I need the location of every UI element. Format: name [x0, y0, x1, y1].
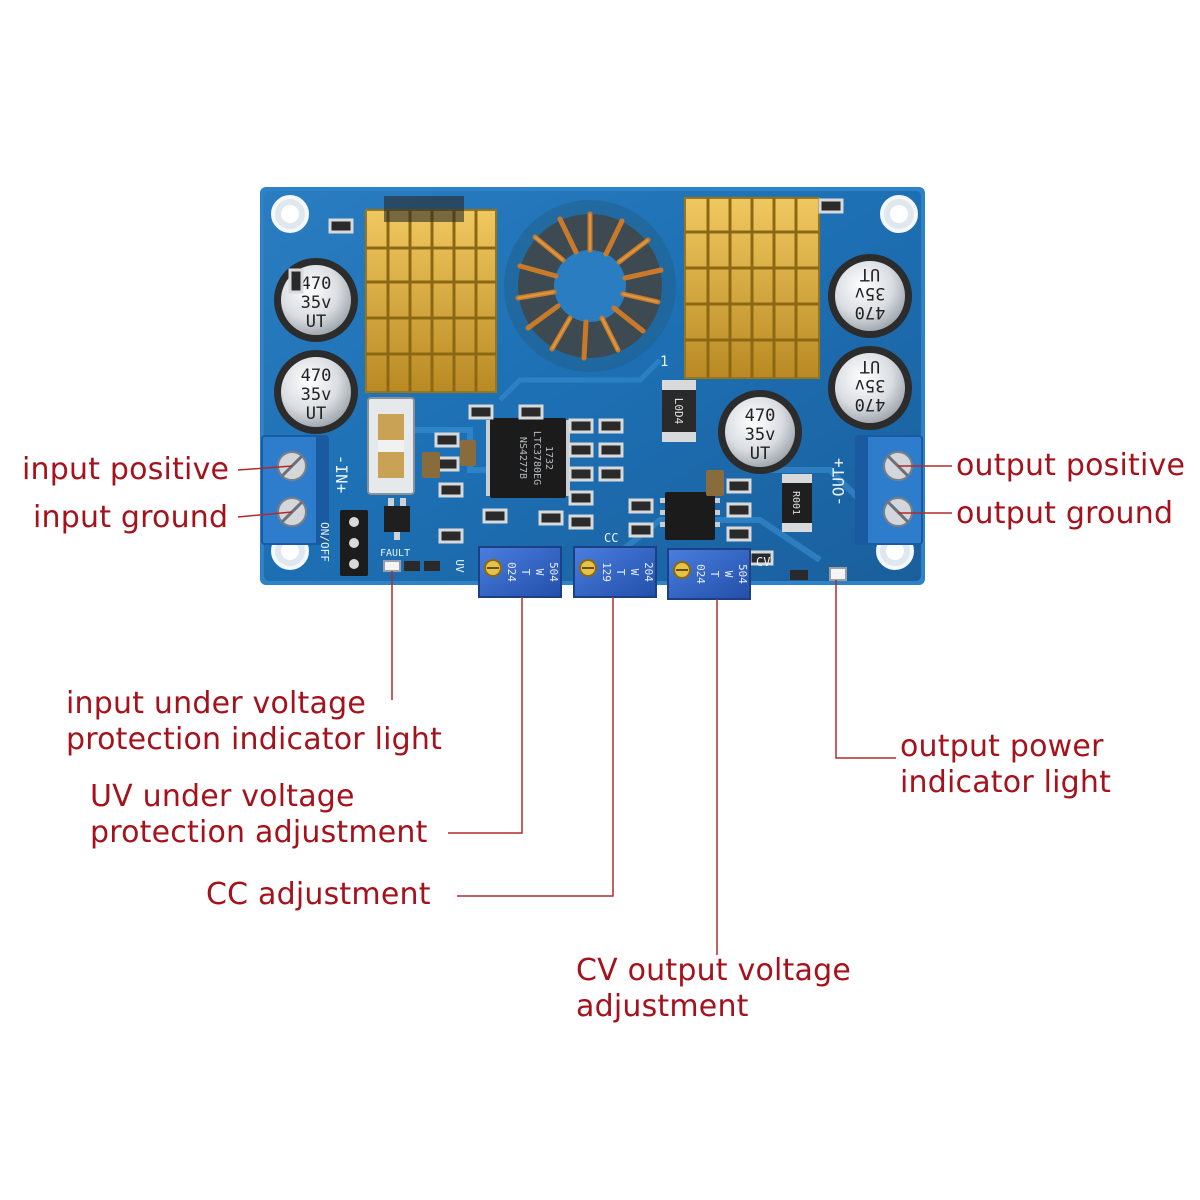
- callout-output-ground: output ground: [956, 496, 1174, 531]
- callout-line: output power: [900, 729, 1104, 764]
- inductor-marking: L0D4: [672, 398, 685, 425]
- callout-output-positive: output positive: [956, 448, 1186, 483]
- callout-input-positive: input positive: [22, 452, 230, 487]
- cap-line: 35v: [301, 293, 332, 313]
- sense-resistor: R001: [782, 474, 812, 532]
- input-switch: [367, 397, 415, 495]
- callout-cc-adjustment: CC adjustment: [206, 877, 431, 912]
- callout-line: input under voltage: [66, 686, 366, 721]
- leader-input-ground: [237, 511, 293, 518]
- capacitor-center: 470 35v UT: [718, 390, 802, 474]
- chip-marking: LTC3780EG: [531, 431, 542, 485]
- silk-on-off-label: ON/OFF: [318, 522, 331, 562]
- silk-cc-label: CC: [604, 531, 618, 545]
- output-terminal-block: [855, 435, 923, 545]
- callout-input-uv-indicator: input under voltage protection indicator…: [66, 686, 442, 758]
- chip-marking: NS4277B: [517, 437, 528, 479]
- capacitor-output-bottom: 470 35v UT: [828, 346, 912, 430]
- heatsink-left: [365, 209, 497, 393]
- cap-line: 35v: [855, 283, 886, 303]
- toroid-inductor: [504, 200, 676, 372]
- callout-uv-adjustment: UV under voltage protection adjustment: [90, 779, 428, 851]
- pot-marking: 504: [736, 564, 749, 584]
- chip-marking: 1732: [543, 446, 554, 470]
- leader-uv-adjustment: [448, 597, 523, 834]
- cap-line: 470: [301, 274, 332, 294]
- cap-line: UT: [750, 444, 770, 464]
- cap-line: 470: [855, 302, 886, 322]
- heatsink-right: [684, 197, 820, 379]
- cap-line: 470: [745, 406, 776, 426]
- pot-marking: 504: [547, 562, 560, 582]
- mounting-hole-top-right: [880, 195, 918, 233]
- callout-cv-adjustment: CV output voltage adjustment: [576, 953, 851, 1025]
- cv-potentiometer: 504 W T 024: [667, 548, 751, 600]
- pot-marking: T: [614, 569, 627, 576]
- capacitor-input-bottom: 470 35v UT: [274, 350, 358, 434]
- callout-line: UV under voltage: [90, 779, 355, 814]
- cap-line: 470: [301, 366, 332, 386]
- silk-cv-label: CV: [756, 555, 770, 569]
- cap-line: 35v: [745, 425, 776, 445]
- uv-potentiometer: 504 W T 024: [478, 546, 562, 598]
- callout-line: adjustment: [576, 989, 749, 1024]
- cap-line: 35v: [855, 375, 886, 395]
- pot-marking: 024: [505, 562, 518, 582]
- smd-inductor: L0D4: [662, 380, 696, 442]
- callout-output-power-indicator: output power indicator light: [900, 729, 1111, 801]
- cap-line: UT: [860, 356, 880, 376]
- callout-input-ground: input ground: [33, 500, 229, 535]
- cap-line: UT: [860, 264, 880, 284]
- leader-output-power-indicator: [835, 580, 896, 759]
- leader-cc-adjustment: [457, 597, 614, 897]
- pot-marking: 204: [642, 562, 655, 582]
- on-off-header: [340, 510, 368, 576]
- cap-line: UT: [306, 404, 326, 424]
- pot-marking: 024: [694, 564, 707, 584]
- cap-line: 470: [855, 394, 886, 414]
- callout-line: protection indicator light: [66, 722, 443, 757]
- capacitor-input-top: 470 35v UT: [274, 258, 358, 342]
- leader-input-positive: [237, 465, 293, 471]
- silk-out-label: -OUT+: [829, 458, 848, 506]
- pot-marking: W: [533, 569, 546, 576]
- capacitor-output-top: 470 35v UT: [828, 254, 912, 338]
- power-led: [790, 567, 847, 581]
- pot-marking: W: [628, 569, 641, 576]
- silk-fault-label: FAULT: [380, 548, 410, 559]
- fault-led: [383, 560, 440, 572]
- pot-marking: T: [708, 571, 721, 578]
- mounting-hole-top-left: [271, 195, 309, 233]
- mosfet-small: [384, 498, 410, 540]
- pot-marking: T: [519, 569, 532, 576]
- callout-line: indicator light: [900, 765, 1112, 800]
- silk-pin1-label: 1: [660, 354, 668, 370]
- pot-marking: W: [722, 571, 735, 578]
- controller-ic: LTC3780EG NS4277B 1732: [486, 418, 570, 498]
- callout-line: CV output voltage: [576, 953, 851, 988]
- silk-uv-label: UV: [453, 559, 466, 573]
- silk-in-label: -IN+: [332, 455, 351, 494]
- op-amp-ic: [660, 492, 720, 540]
- cap-line: UT: [306, 312, 326, 332]
- cap-line: 35v: [301, 385, 332, 405]
- resistor-marking: R001: [790, 491, 801, 515]
- callout-line: protection adjustment: [90, 815, 428, 850]
- smd-components: [288, 196, 844, 566]
- cc-potentiometer: 204 W T 129: [573, 546, 657, 598]
- pot-marking: 129: [600, 562, 613, 582]
- leader-lines: [237, 465, 952, 955]
